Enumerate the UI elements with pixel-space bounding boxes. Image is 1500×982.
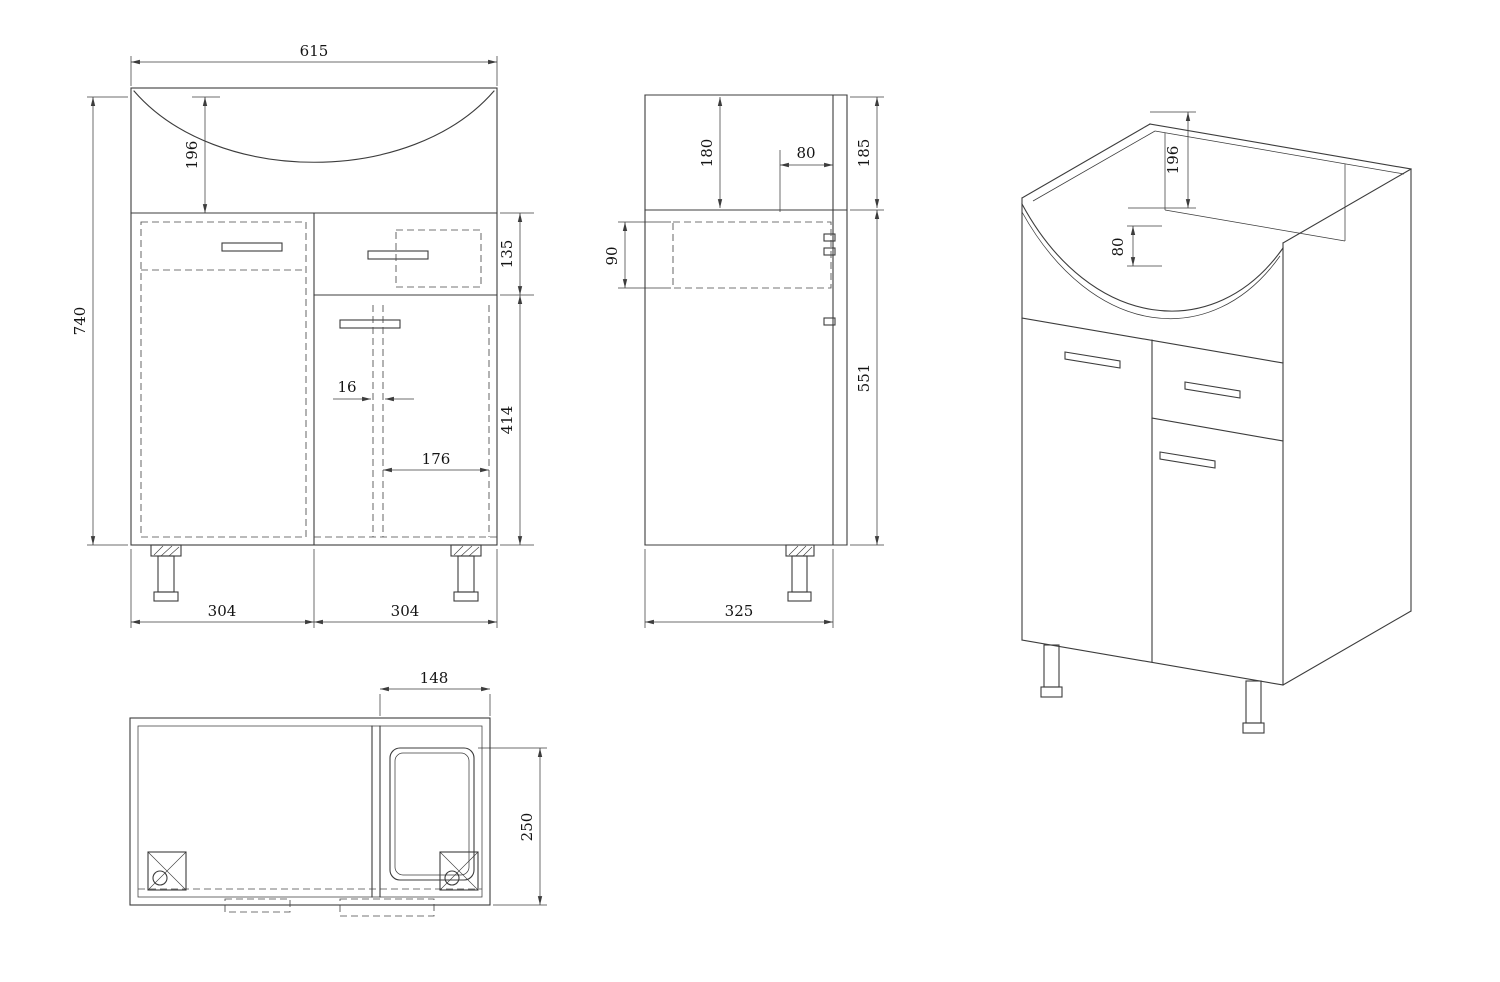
front-dim-door-height: 414 bbox=[498, 406, 516, 435]
side-dim-back-offset: 80 bbox=[796, 144, 815, 162]
front-view: 615 740 196 135 414 16 176 bbox=[71, 42, 534, 628]
iso-dim-basin-height: 196 bbox=[1164, 146, 1182, 175]
iso-drawer-handle bbox=[1184, 381, 1241, 399]
right-door-handle bbox=[339, 319, 401, 329]
side-dim-splash-height: 185 bbox=[855, 139, 873, 168]
front-legs bbox=[150, 544, 482, 602]
front-dim-inner-width: 176 bbox=[422, 450, 451, 468]
side-dim-splash-inner: 180 bbox=[698, 139, 716, 168]
front-dim-panel-gap: 16 bbox=[337, 378, 356, 396]
sink-outline bbox=[389, 747, 475, 881]
drawer-handle bbox=[367, 250, 429, 260]
plan-dimensions: 148 250 bbox=[379, 669, 547, 906]
iso-rim bbox=[1021, 123, 1412, 319]
plan-dim-sink-width: 148 bbox=[420, 669, 449, 687]
front-dim-overall-height: 740 bbox=[71, 307, 89, 336]
side-dim-drawer-side: 90 bbox=[603, 246, 621, 265]
side-dimensions: 180 80 185 90 551 325 bbox=[603, 96, 884, 628]
side-view: 180 80 185 90 551 325 bbox=[603, 94, 884, 628]
iso-dim-back-offset: 80 bbox=[1109, 237, 1127, 256]
plan-dim-sink-depth: 250 bbox=[518, 813, 536, 842]
iso-dimensions: 196 80 bbox=[1109, 111, 1196, 267]
isometric-view: 196 80 bbox=[1021, 111, 1412, 734]
front-dim-overall-width: 615 bbox=[300, 42, 329, 60]
side-outline bbox=[644, 94, 848, 546]
basin-curve bbox=[133, 90, 495, 163]
front-dim-right-module: 304 bbox=[391, 602, 420, 620]
iso-left-door-handle bbox=[1064, 351, 1121, 369]
iso-body bbox=[1021, 168, 1412, 686]
side-hidden-lines bbox=[672, 221, 832, 289]
plan-view: 148 250 bbox=[129, 669, 547, 917]
plan-leg-plates bbox=[147, 851, 479, 891]
side-leg bbox=[785, 544, 815, 602]
iso-legs bbox=[1040, 644, 1265, 734]
front-dimensions: 615 740 196 135 414 16 176 bbox=[71, 42, 534, 628]
front-dim-drawer-height: 135 bbox=[498, 240, 516, 269]
iso-basin-curve bbox=[1021, 203, 1284, 312]
side-dim-depth: 325 bbox=[725, 602, 754, 620]
front-hidden-lines bbox=[140, 221, 497, 538]
front-dim-left-module: 304 bbox=[208, 602, 237, 620]
iso-right-door-handle bbox=[1159, 451, 1216, 469]
left-door-handle bbox=[221, 242, 283, 252]
plan-outline bbox=[129, 717, 491, 906]
side-dim-carcass-height: 551 bbox=[855, 364, 873, 393]
plan-hidden-lines bbox=[138, 888, 482, 917]
front-dim-basin-height: 196 bbox=[183, 141, 201, 170]
front-outline bbox=[130, 87, 498, 546]
